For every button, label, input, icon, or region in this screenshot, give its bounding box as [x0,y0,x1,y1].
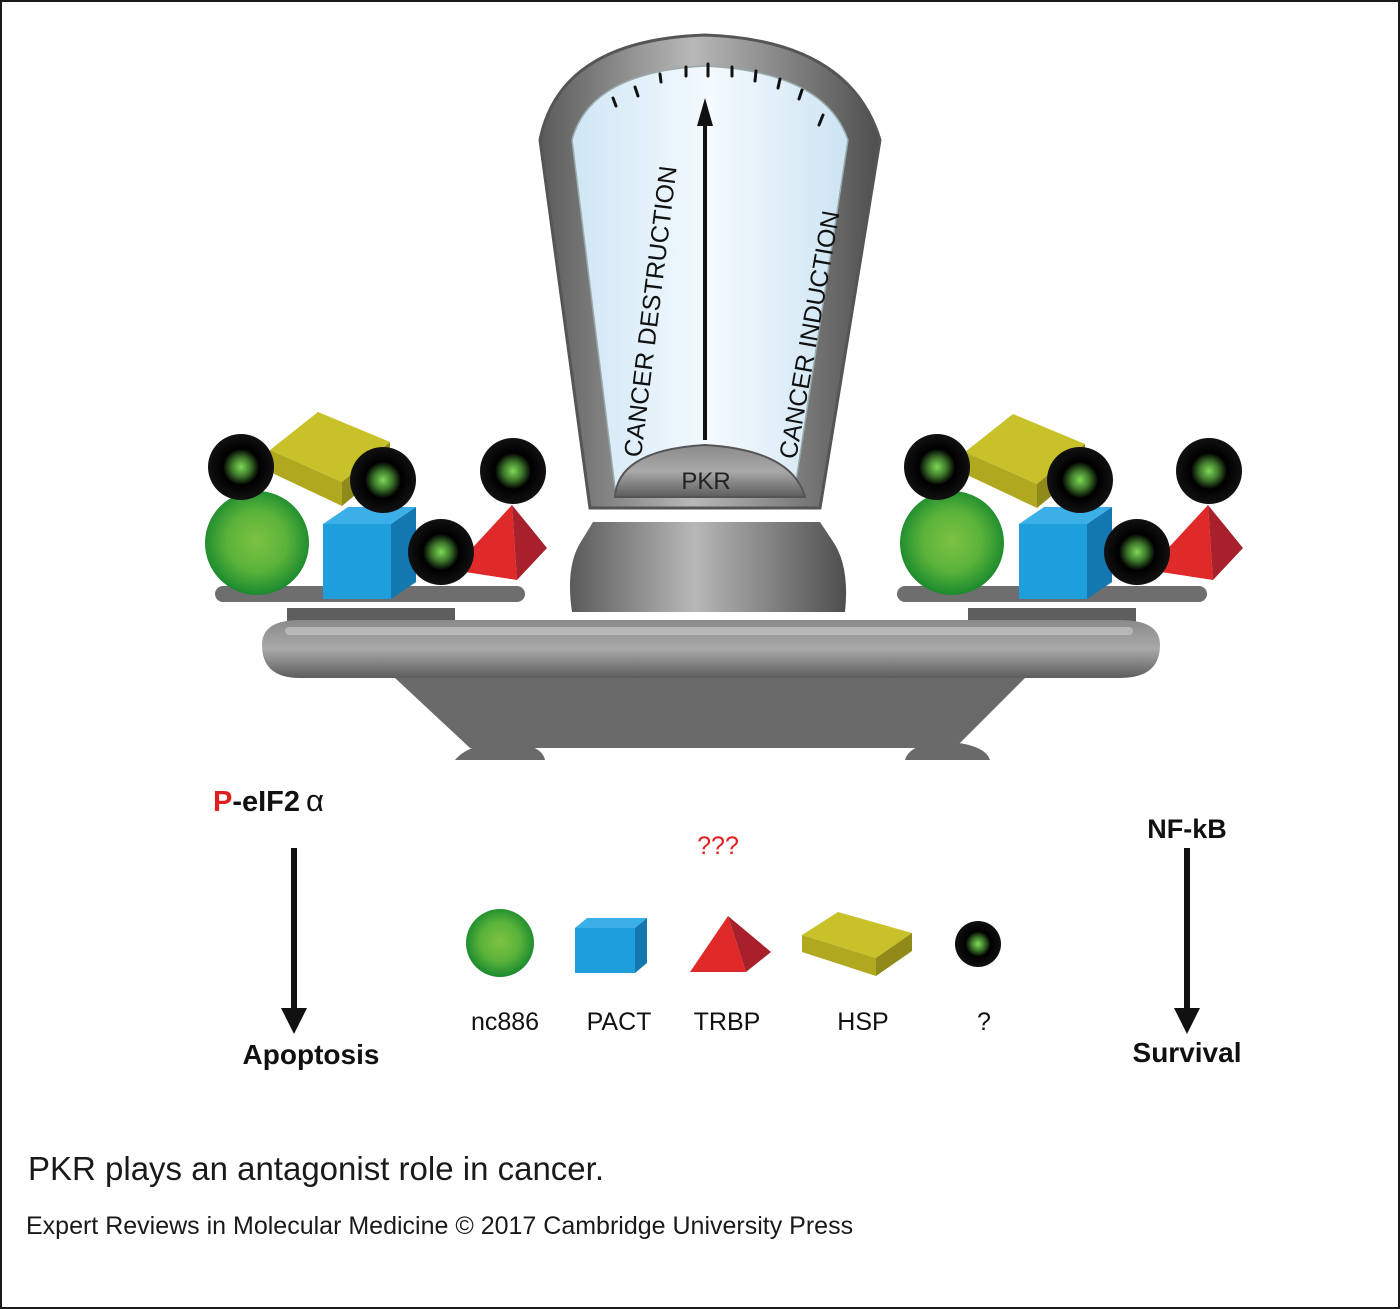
nfkb-label: NF-kB [1147,814,1227,844]
gauge-needle [697,98,713,440]
svg-text:PACT: PACT [587,1008,652,1036]
scale-base [215,586,1207,760]
apoptosis-label: Apoptosis [243,1039,380,1070]
legend-item-unknown: ? [955,921,1001,1036]
svg-text:HSP: HSP [837,1008,888,1036]
unknown-marker: ??? [697,832,739,860]
svg-text:TRBP: TRBP [694,1008,761,1036]
gauge-center-label: PKR [681,468,730,495]
svg-text:nc886: nc886 [471,1008,539,1036]
right-pathway: NF-kB Survival [1133,814,1242,1068]
left-pan-objects [205,412,547,599]
legend-item-trbp: TRBP [690,916,771,1036]
survival-label: Survival [1133,1037,1242,1068]
right-pan-objects [900,414,1243,599]
figure-credit: Expert Reviews in Molecular Medicine © 2… [26,1212,854,1240]
legend: nc886 PACT TRBP HSP ? [466,909,1001,1036]
scale-gauge [538,33,882,612]
legend-item-nc886: nc886 [466,909,539,1036]
legend-item-pact: PACT [575,918,651,1036]
figure-caption: PKR plays an antagonist role in cancer. [28,1150,605,1187]
svg-text:?: ? [977,1008,991,1036]
dial-ticks [611,62,825,127]
legend-item-hsp: HSP [802,912,912,1036]
